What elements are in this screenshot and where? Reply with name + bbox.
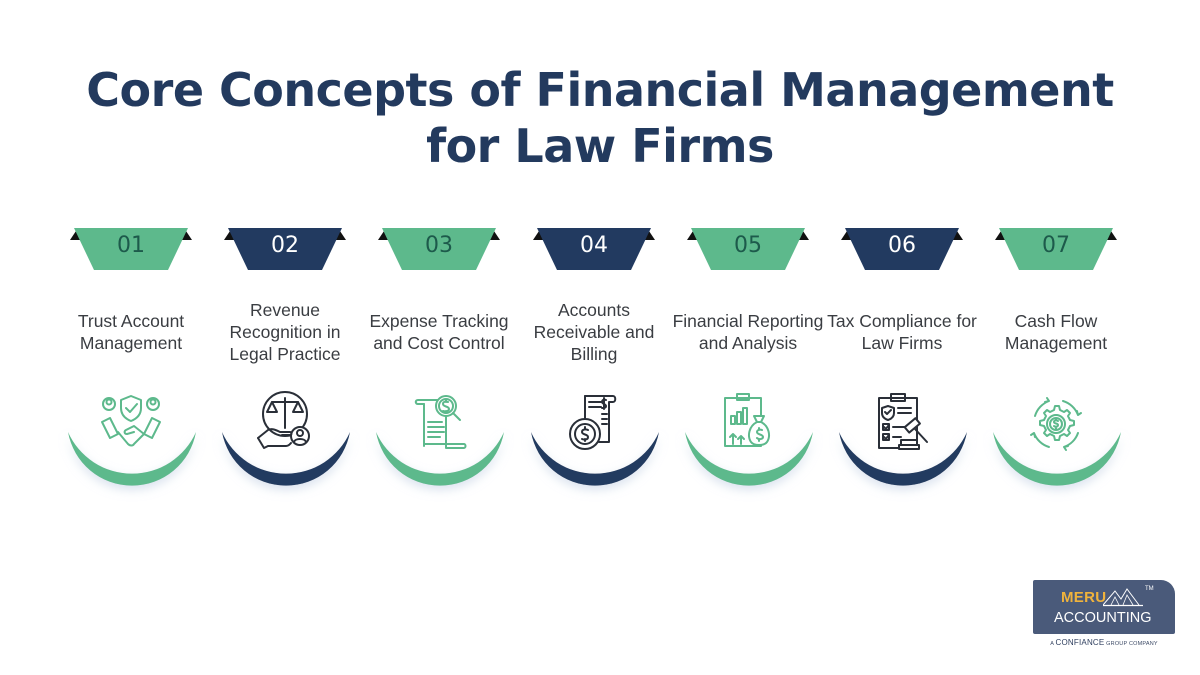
logo-subtitle: A CONFIANCE GROUP COMPANY <box>1050 638 1158 647</box>
step-number: 04 <box>580 233 608 258</box>
crescent-decoration <box>374 396 506 512</box>
step-05: 05 Financial Reporting and Analysis <box>671 224 825 524</box>
handshake-shield-icon <box>96 388 166 458</box>
step-number-tab: 05 <box>681 226 815 270</box>
crescent-decoration <box>529 396 661 512</box>
logo-brand-bottom: ACCOUNTING <box>1054 610 1152 626</box>
step-number: 05 <box>734 233 762 258</box>
title-line-2: for Law Firms <box>426 119 774 173</box>
step-label: Tax Compliance for Law Firms <box>827 311 977 353</box>
crescent-decoration <box>220 396 352 512</box>
step-number: 02 <box>271 233 299 258</box>
step-label: Accounts Receivable and Billing <box>533 300 655 364</box>
step-04: 04 Accounts Receivable and Billing <box>517 224 671 524</box>
crescent-decoration <box>683 396 815 512</box>
step-label: Financial Reporting and Analysis <box>672 311 824 353</box>
step-number-tab: 07 <box>989 226 1123 270</box>
step-label: Cash Flow Management <box>1004 311 1108 353</box>
crescent-decoration <box>991 396 1123 512</box>
step-number-tab: 06 <box>835 226 969 270</box>
crescent-decoration <box>837 396 969 512</box>
step-number: 01 <box>117 233 145 258</box>
invoice-coin-icon <box>559 388 629 458</box>
step-01: 01 Trust Account Management <box>54 224 208 524</box>
step-number-tab: 03 <box>372 226 506 270</box>
step-number: 03 <box>425 233 453 258</box>
title-line-1: Core Concepts of Financial Management <box>86 63 1114 117</box>
step-label: Trust Account Management <box>77 311 185 353</box>
step-number-tab: 01 <box>64 226 198 270</box>
step-number-tab: 04 <box>527 226 661 270</box>
step-03: 03 Expense Tracking and Cost Control <box>362 224 516 524</box>
gear-cycle-dollar-icon <box>1021 388 1091 458</box>
step-label: Expense Tracking and Cost Control <box>369 311 509 353</box>
step-06: 06 Tax Compliance for Law Firms <box>825 224 979 524</box>
step-02: 02 Revenue Recognition in Legal Practice <box>208 224 362 524</box>
crescent-decoration <box>66 396 198 512</box>
step-07: 07 Cash Flow Management <box>979 224 1133 524</box>
page-title: Core Concepts of Financial Management fo… <box>0 62 1200 174</box>
parent-brand: CONFIANCE <box>1055 638 1105 647</box>
step-number: 07 <box>1042 233 1070 258</box>
logo-brand-top: MERU <box>1061 589 1107 606</box>
scales-hand-person-icon <box>250 388 320 458</box>
step-number: 06 <box>888 233 916 258</box>
step-number-tab: 02 <box>218 226 352 270</box>
receipt-magnifier-dollar-icon <box>404 388 474 458</box>
clipboard-gavel-icon <box>867 388 937 458</box>
mountain-icon <box>1103 588 1143 607</box>
chart-clipboard-moneybag-icon <box>713 388 783 458</box>
meru-accounting-logo: MERU TM ACCOUNTING <box>1033 580 1175 634</box>
trademark: TM <box>1145 586 1154 592</box>
step-label: Revenue Recognition in Legal Practice <box>229 300 341 364</box>
